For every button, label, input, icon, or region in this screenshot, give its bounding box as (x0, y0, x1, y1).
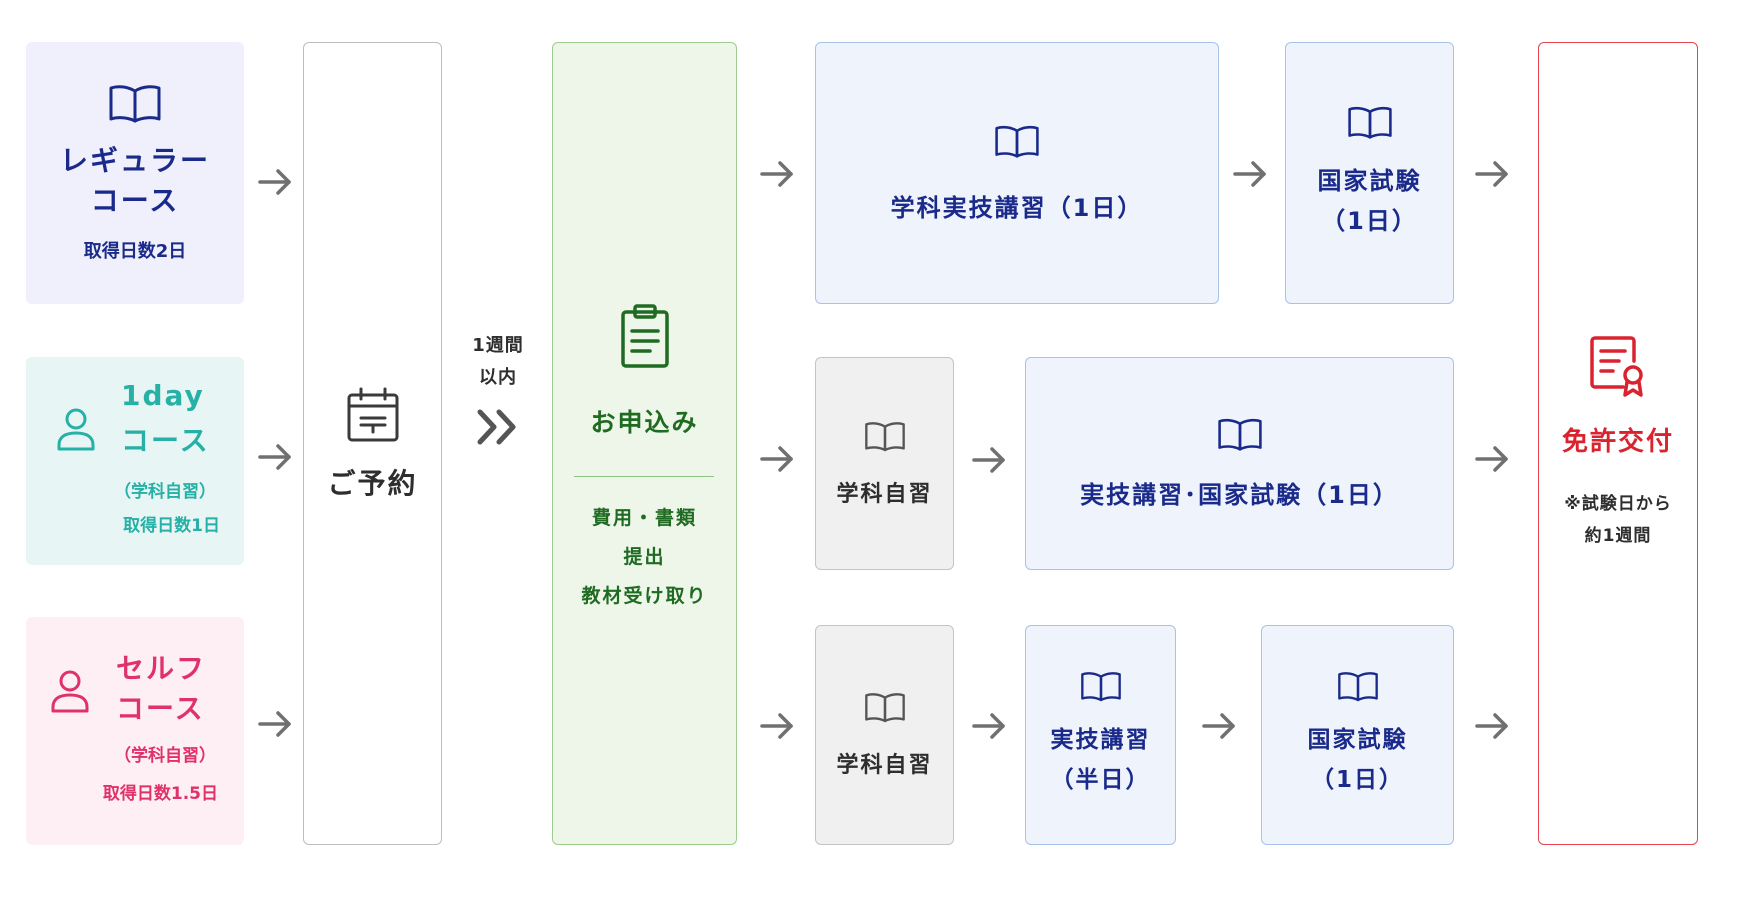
timing-line: 以内 (479, 367, 517, 388)
timing-note: 1週間 以内 (452, 330, 544, 446)
book-icon (108, 83, 162, 123)
book-icon (1217, 417, 1263, 451)
course-title: コース (116, 692, 205, 725)
arrow-right-icon (1474, 159, 1510, 189)
arrow-right-icon (257, 167, 293, 197)
divider (574, 476, 714, 477)
step-label: 実技講習･国家試験（1日） (1080, 481, 1399, 509)
certificate-icon (1589, 335, 1647, 399)
step-label: （半日） (1050, 767, 1151, 793)
application-item: 費用・書類 (591, 507, 697, 529)
national-exam-step: 国家試験 （1日） (1261, 625, 1454, 845)
step-label: 学科自習 (836, 753, 933, 778)
arrow-right-icon (1474, 444, 1510, 474)
book-icon (864, 420, 906, 452)
self-study-step: 学科自習 (815, 625, 954, 845)
course-note: （学科自習） (114, 746, 216, 766)
timing-line: 1週間 (472, 335, 524, 356)
arrow-right-icon (257, 442, 293, 472)
course-title: セルフ (116, 652, 207, 685)
clipboard-icon (620, 303, 670, 369)
application-step: お申込み 費用・書類 提出 教材受け取り (552, 42, 737, 845)
arrow-right-icon (971, 445, 1007, 475)
practical-lecture-step: 学科実技講習（1日） (815, 42, 1219, 304)
practical-lecture-step: 実技講習 （半日） (1025, 625, 1176, 845)
self-study-step: 学科自習 (815, 357, 954, 570)
application-item: 教材受け取り (581, 585, 708, 607)
step-label: 学科自習 (836, 481, 933, 507)
course-title: コース (90, 184, 180, 217)
book-icon (1080, 670, 1122, 702)
reservation-label: ご予約 (327, 466, 418, 500)
application-title: お申込み (590, 408, 699, 437)
course-note: （学科自習） (114, 482, 216, 502)
book-icon (864, 691, 906, 723)
step-label: （1日） (1321, 207, 1418, 235)
double-chevron-icon (475, 408, 521, 446)
step-label: 国家試験 (1317, 167, 1422, 195)
course-title: コース (121, 424, 210, 457)
step-label: 学科実技講習（1日） (890, 193, 1144, 222)
oneday-course-card: 1day コース （学科自習） 取得日数1日 (26, 357, 244, 565)
arrow-right-icon (759, 159, 795, 189)
arrow-right-icon (1201, 711, 1237, 741)
step-label: 実技講習 (1050, 727, 1151, 753)
self-course-card: セルフ コース （学科自習） 取得日数1.5日 (26, 617, 244, 845)
national-exam-step: 国家試験 （1日） (1285, 42, 1454, 304)
arrow-right-icon (257, 709, 293, 739)
course-days: 取得日数1.5日 (102, 784, 218, 804)
practical-exam-step: 実技講習･国家試験（1日） (1025, 357, 1454, 570)
arrow-right-icon (759, 711, 795, 741)
book-icon (1347, 105, 1393, 139)
calendar-icon (345, 386, 401, 444)
course-title: 1day (121, 379, 205, 412)
regular-course-card: レギュラー コース 取得日数2日 (26, 42, 244, 304)
course-days: 取得日数2日 (83, 241, 187, 262)
arrow-right-icon (759, 444, 795, 474)
license-note: 約1週間 (1584, 526, 1652, 546)
reservation-step: ご予約 (303, 42, 442, 845)
license-title: 免許交付 (1561, 427, 1674, 457)
arrow-right-icon (1474, 711, 1510, 741)
course-title: レギュラー (59, 144, 210, 177)
step-label: （1日） (1310, 767, 1404, 793)
step-label: 国家試験 (1307, 727, 1408, 753)
person-icon (50, 669, 90, 713)
license-note: ※試験日から (1564, 494, 1672, 514)
book-icon (1337, 670, 1379, 702)
person-icon (56, 407, 96, 451)
course-days: 取得日数1日 (123, 516, 220, 536)
application-item: 提出 (623, 546, 666, 568)
license-issue-step: 免許交付 ※試験日から 約1週間 (1538, 42, 1698, 845)
arrow-right-icon (1232, 159, 1268, 189)
arrow-right-icon (971, 711, 1007, 741)
book-icon (994, 124, 1040, 158)
